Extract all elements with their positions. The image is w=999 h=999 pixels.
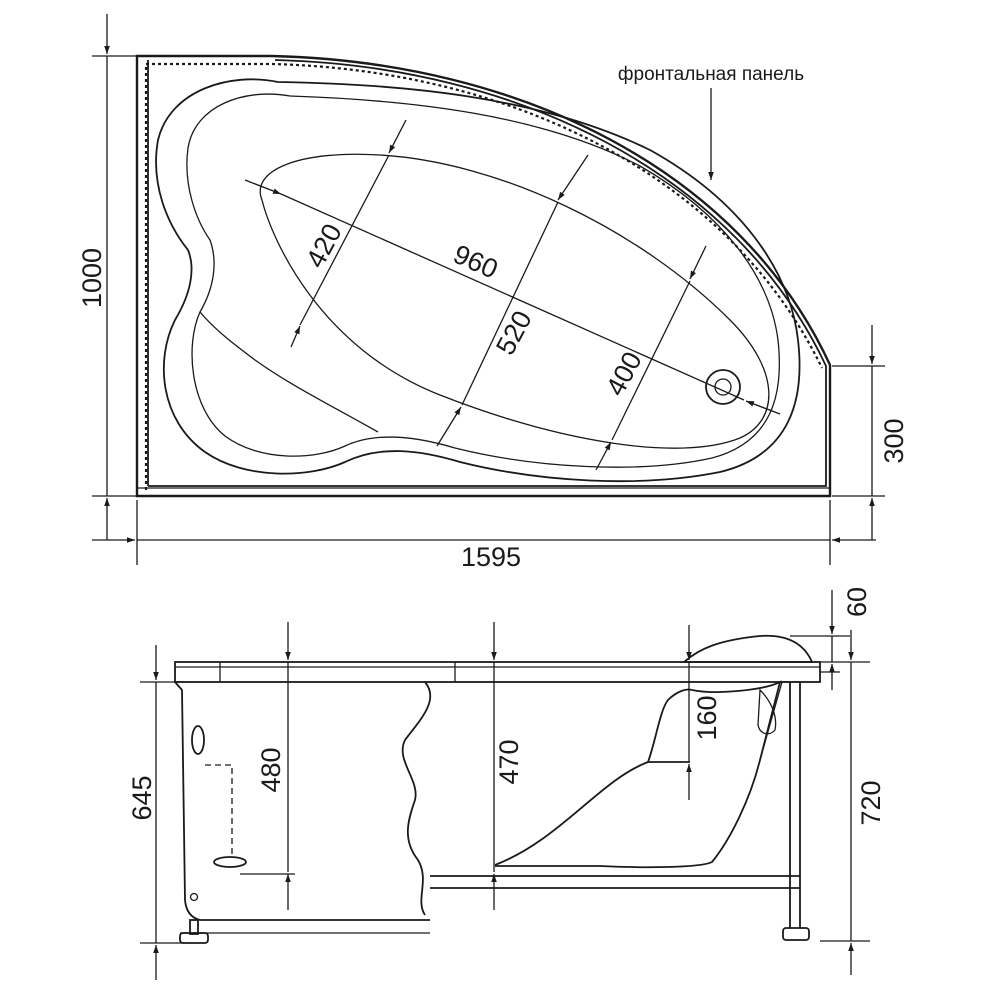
dim-rim-60: 60: [842, 587, 872, 617]
cutaway-wave: [401, 681, 432, 916]
inner-floor-slope: [494, 688, 693, 866]
dim-depth-480: 480: [256, 747, 286, 792]
drain-plug: [213, 856, 247, 868]
overflow-fitting: [191, 725, 205, 755]
dim-side-300: 300: [879, 418, 909, 463]
front-panel-label: фронтальная панель: [618, 64, 804, 85]
seat-bump: [199, 311, 379, 433]
tub-body-left: [174, 681, 430, 921]
tub-inner-rim: [147, 59, 827, 487]
side-view: 645 480 470 160 60: [127, 587, 886, 980]
seat-outer-contour: [155, 78, 801, 483]
dim-width-400: 400: [600, 347, 648, 401]
side-screw: [189, 892, 199, 902]
top-view: 1000 1595 300 960 420: [77, 14, 909, 572]
backrest-curve: [495, 680, 782, 869]
headrest-pillow: [681, 634, 814, 663]
right-foot: [782, 927, 810, 941]
tub-outer-contour: [135, 54, 832, 498]
dim-width-420: 420: [300, 219, 348, 273]
drain-pipe: [205, 764, 233, 858]
dim-depth-470: 470: [494, 739, 524, 784]
dim-width-1595: 1595: [461, 542, 521, 572]
left-leg: [189, 919, 199, 935]
drain-outer: [705, 369, 741, 405]
dim-bowl-960: 960: [449, 239, 502, 285]
backrest-pad: [757, 688, 777, 735]
dim-width-520: 520: [490, 306, 538, 360]
side-rim: [174, 661, 821, 683]
side-view-dimensions: 645 480 470 160 60: [127, 587, 886, 980]
dim-height-720: 720: [856, 780, 886, 825]
dim-headrest-160: 160: [692, 695, 722, 740]
front-panel-dashed-edge: [144, 62, 823, 490]
dim-height-1000: 1000: [77, 248, 107, 308]
dim-height-645: 645: [127, 775, 157, 820]
bowl-contour: [259, 153, 770, 449]
